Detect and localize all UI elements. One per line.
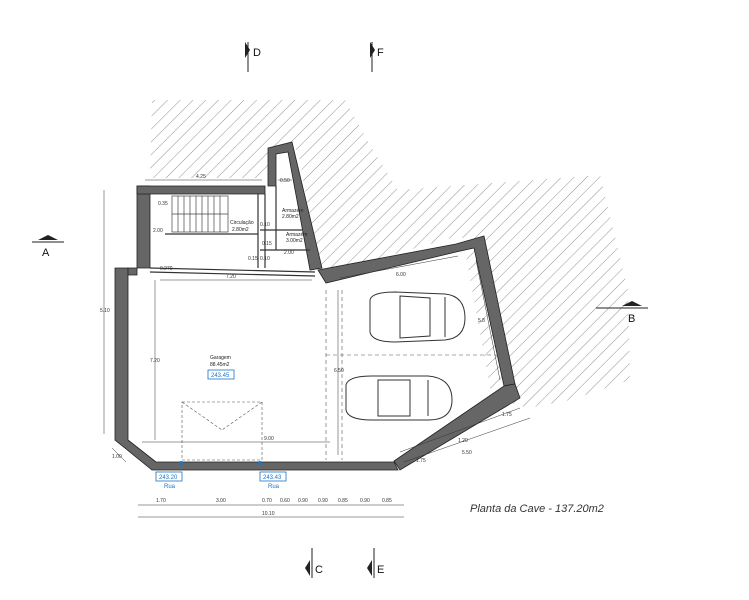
dim-diag-a: 1.75 <box>502 412 512 418</box>
svg-text:D: D <box>253 47 261 59</box>
plan-title: Planta da Cave - 137.20m2 <box>470 503 604 515</box>
dim-diag-d: 5.50 <box>462 450 472 456</box>
dim-bottom-left-chamfer: 1.00 <box>112 454 122 460</box>
garagem-name: Garagem <box>210 355 231 361</box>
terrain-hatch <box>150 100 630 408</box>
armazem1-area: 2.80m2 <box>282 214 299 220</box>
rua-left-value: 243.20 <box>159 475 178 481</box>
dim-seg-7: 0.85 <box>338 498 348 504</box>
car-bottom <box>345 375 453 421</box>
armazem2-area: 3.00m2 <box>286 238 303 244</box>
dim-mid-span: 9.00 <box>264 436 274 442</box>
rua-left-marker <box>179 461 183 465</box>
dim-mid-1: 0.15 <box>248 256 258 262</box>
dim-seg-3: 0.70 <box>262 498 272 504</box>
section-marker-d: D <box>245 42 261 72</box>
outer-walls <box>114 141 521 471</box>
dim-arm-1: 0.15 <box>262 241 272 247</box>
rua-right-value: 243.43 <box>263 475 282 481</box>
dim-seg-5: 0.90 <box>298 498 308 504</box>
garage-level: 243.45 <box>211 373 230 379</box>
dim-inner-width: 7.20 <box>226 274 236 280</box>
dim-seg-4: 0.60 <box>280 498 290 504</box>
circulacao-area: 2.80m2 <box>232 227 249 233</box>
svg-text:A: A <box>42 247 50 259</box>
staircase <box>171 195 229 233</box>
dim-seg-2: 3.00 <box>216 498 226 504</box>
rua-right-box <box>259 471 287 482</box>
dim-arm-3: 2.00 <box>284 250 294 256</box>
interior-walls <box>149 186 316 277</box>
dim-bottom-total: 10.10 <box>262 511 275 517</box>
circulacao-name: Circulação <box>230 220 254 226</box>
section-marker-f: F <box>370 42 384 72</box>
garage-level-box <box>207 369 235 380</box>
dim-garage-height: 7.20 <box>150 358 160 364</box>
rua-right-label: Rua <box>268 484 280 490</box>
garagem-area: 88.45m2 <box>210 362 230 368</box>
dim-arm-4: 0.10 <box>260 222 270 228</box>
dim-left-height: 5.10 <box>100 308 110 314</box>
dim-stair-v: 0.270 <box>160 266 173 272</box>
dim-seg-6: 0.90 <box>318 498 328 504</box>
dim-top-width: 4.25 <box>196 174 206 180</box>
dim-top-small: 0.50 <box>280 178 290 184</box>
rua-right-marker <box>258 461 262 465</box>
armazem1-name: Armazém <box>282 208 303 214</box>
section-marker-e: E <box>367 548 384 578</box>
garage-door <box>181 401 263 461</box>
dim-right-top: 6.00 <box>396 272 406 278</box>
dim-seg-9: 0.85 <box>382 498 392 504</box>
svg-text:B: B <box>628 313 635 325</box>
dim-diag-b: 1.20 <box>458 438 468 444</box>
dim-stair-h1: 0.35 <box>158 201 168 207</box>
car-top <box>369 291 466 343</box>
dim-arm-2: 0.10 <box>260 256 270 262</box>
rua-left-label: Rua <box>164 484 176 490</box>
rua-left-box <box>155 471 183 482</box>
section-marker-a: A <box>32 235 64 259</box>
dim-stair-h2: 2.00 <box>153 228 163 234</box>
dim-seg-1: 1.70 <box>156 498 166 504</box>
section-marker-b: B <box>596 301 648 325</box>
dim-right-height: 6.50 <box>334 368 344 374</box>
svg-text:E: E <box>377 564 384 576</box>
dim-diag-c: 1.75 <box>416 458 426 464</box>
svg-text:C: C <box>315 564 323 576</box>
armazem2-name: Armazém <box>286 232 307 238</box>
dim-right-side: 5.8 <box>478 318 485 324</box>
dim-seg-8: 0.90 <box>360 498 370 504</box>
svg-text:F: F <box>377 47 384 59</box>
parking-area <box>325 290 498 460</box>
section-marker-c: C <box>305 548 323 578</box>
dimension-lines <box>103 179 531 518</box>
